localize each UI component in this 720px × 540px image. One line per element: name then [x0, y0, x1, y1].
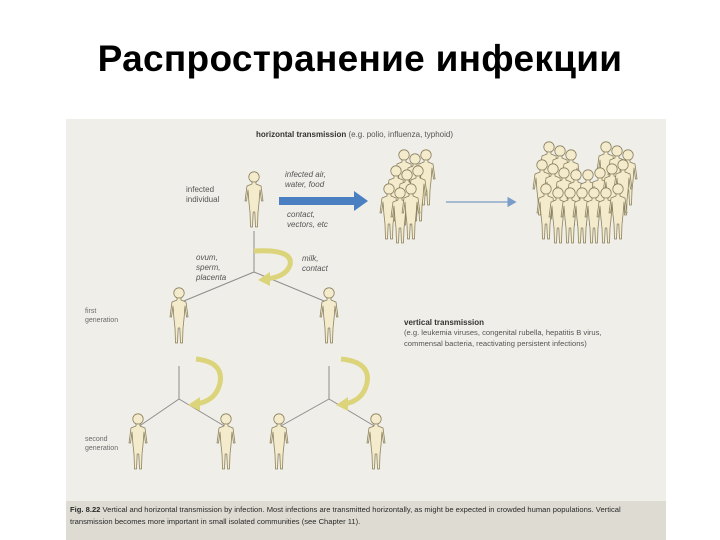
- horizontal-arrow-icon: [279, 191, 368, 211]
- curved-arrow-icon-1: [253, 248, 293, 286]
- caption-band: [66, 501, 666, 540]
- figure-drawing: [128, 141, 638, 470]
- horizontal-transmission-examples: (e.g. polio, influenza, typhoid): [348, 130, 453, 139]
- lineage-tree: [137, 231, 377, 428]
- horizontal-transmission-heading: horizontal transmission (e.g. polio, inf…: [256, 130, 453, 139]
- second-generation-label: second generation: [85, 436, 119, 452]
- figure-number: Fig. 8.22: [70, 505, 101, 514]
- figure-caption: Fig. 8.22 Vertical and horizontal transm…: [70, 504, 660, 527]
- crowd-group-2: [532, 141, 638, 244]
- horizontal-transmission-title: horizontal transmission: [256, 130, 347, 139]
- slide-title: Распространение инфекции: [97, 38, 623, 79]
- route-contact-vectors: contact, vectors, etc: [287, 210, 328, 229]
- curved-arrow-icon-2: [188, 356, 223, 411]
- transmission-figure: horizontal transmission (e.g. polio, inf…: [66, 119, 666, 540]
- curved-arrow-icon-3: [336, 356, 370, 411]
- infected-individual-label: infected individual: [186, 185, 220, 204]
- infected-individual-figure: [244, 171, 264, 228]
- vertical-transmission-title: vertical transmission: [404, 318, 485, 327]
- route-milk-contact: milk, contact: [302, 254, 328, 273]
- first-generation-label: first generation: [85, 308, 119, 324]
- crowd-group-1: [379, 149, 436, 244]
- vertical-transmission-examples: (e.g. leukemia viruses, congenital rubel…: [404, 328, 602, 348]
- caption-text: Vertical and horizontal transmission by …: [70, 505, 621, 526]
- second-generation-figures: [128, 413, 386, 470]
- route-ovum-sperm-placenta: ovum, sperm, placenta: [196, 253, 227, 282]
- route-air-water-food: infected air, water, food: [285, 170, 326, 189]
